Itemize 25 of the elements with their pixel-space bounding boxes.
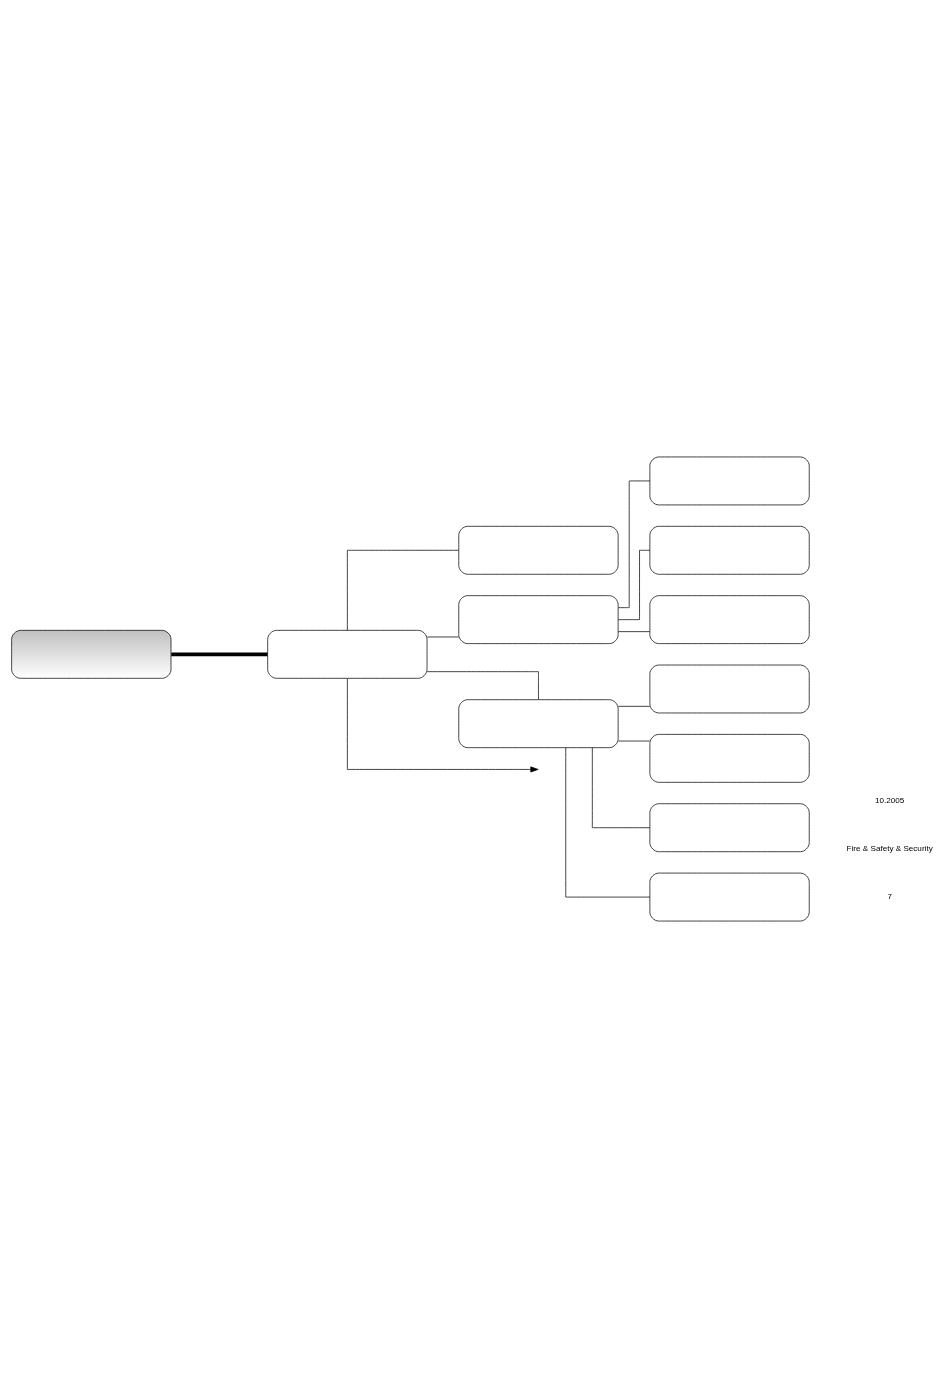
label: 10.2005 [875,796,905,806]
node-box [649,456,810,506]
connector [618,549,651,620]
connector [591,747,651,829]
arrow [347,678,539,773]
node-box [11,629,172,679]
node-box [649,734,810,783]
node-box [649,525,810,575]
connector [171,652,268,657]
node-box [649,803,810,853]
node-box [458,699,619,749]
connector [347,549,459,631]
label: 7 [887,892,892,902]
node-box [649,595,810,644]
node-box [649,872,810,922]
connector [426,636,459,638]
connector [618,740,650,742]
connector [565,747,651,898]
node-box [458,595,619,644]
connector [426,671,539,700]
node-box [649,664,810,714]
connector [618,631,650,632]
node-box [267,629,428,679]
label: Fire & Safety & Security [846,844,933,854]
node-box [458,525,619,575]
